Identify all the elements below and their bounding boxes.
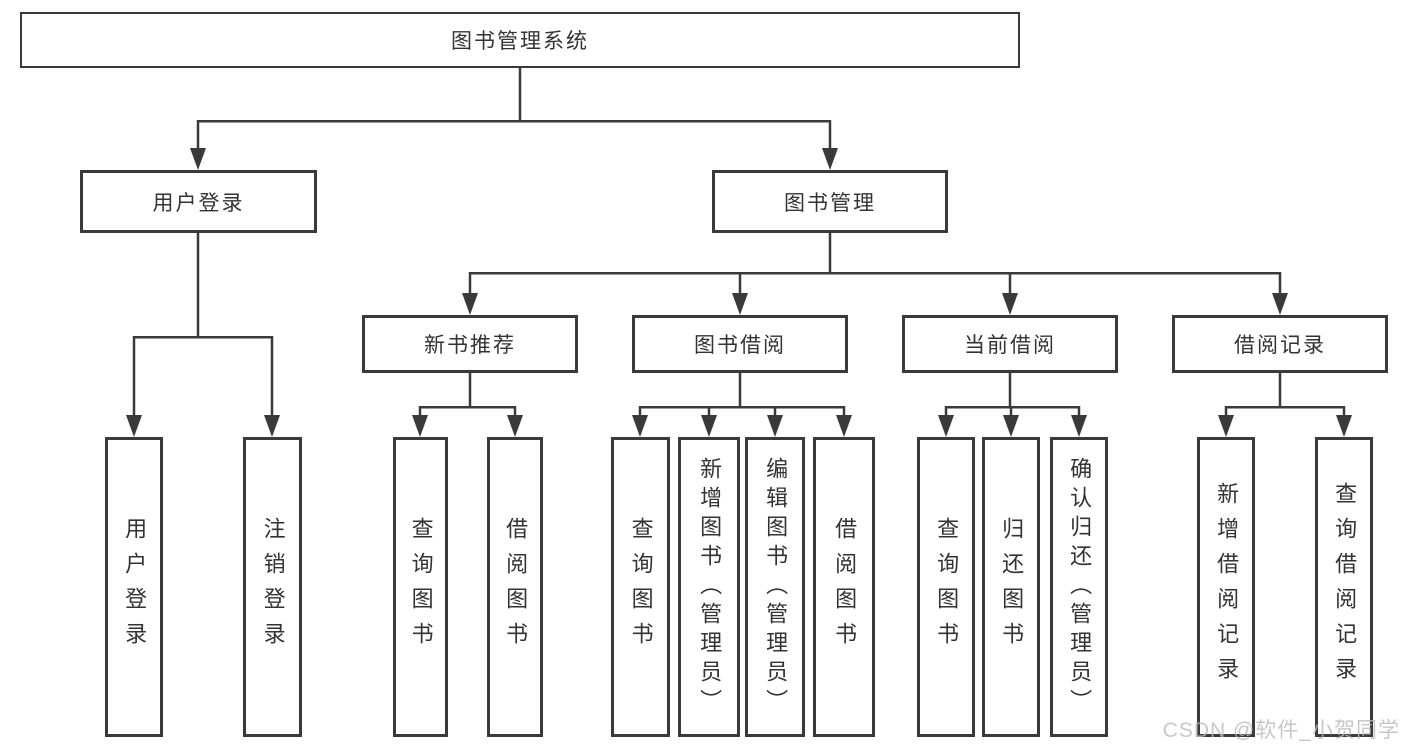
node-user-login: 用户登录 <box>80 170 317 233</box>
arrow-down-icon <box>701 415 717 437</box>
connector-book-management <box>468 233 1282 298</box>
arrow-down-icon <box>1003 415 1019 437</box>
leaf-confirm-return-admin: 确认归还（管理员） <box>1050 437 1108 737</box>
arrow-down-icon <box>938 415 954 437</box>
node-user-login-label: 用户登录 <box>152 191 245 215</box>
leaf-edit-book-admin-label: 编辑图书（管理员） <box>763 456 789 718</box>
node-current-borrowing: 当前借阅 <box>902 315 1118 373</box>
connector-current-borrowing <box>944 373 1081 421</box>
node-borrow-records: 借阅记录 <box>1172 315 1388 373</box>
arrow-down-icon <box>1218 415 1234 437</box>
arrow-down-icon <box>632 415 648 437</box>
leaf-add-borrow-record: 新增借阅记录 <box>1197 437 1255 737</box>
node-library-system: 图书管理系统 <box>20 12 1020 68</box>
arrow-down-icon <box>462 293 478 315</box>
connector-borrow-records <box>1224 373 1346 421</box>
leaf-query-books-current-label: 查询图书 <box>934 517 960 657</box>
leaf-user-login-label: 用户登录 <box>122 517 148 657</box>
node-new-book-recommend-label: 新书推荐 <box>424 334 516 357</box>
node-book-borrowing-label: 图书借阅 <box>694 334 786 357</box>
leaf-borrow-books-recommend: 借阅图书 <box>487 437 543 737</box>
arrow-down-icon <box>507 415 523 437</box>
leaf-borrow-books-borrowing: 借阅图书 <box>813 437 875 737</box>
watermark: CSDN @软件_小贺同学 <box>1162 719 1400 742</box>
node-current-borrowing-label: 当前借阅 <box>964 334 1056 357</box>
leaf-edit-book-admin: 编辑图书（管理员） <box>745 437 805 737</box>
leaf-confirm-return-admin-label: 确认归还（管理员） <box>1067 456 1093 718</box>
leaf-add-borrow-record-label: 新增借阅记录 <box>1214 482 1240 692</box>
leaf-logout: 注销登录 <box>243 437 302 737</box>
leaf-user-login: 用户登录 <box>105 437 163 737</box>
leaf-query-books-recommend: 查询图书 <box>393 437 448 737</box>
leaf-logout-label: 注销登录 <box>260 517 286 657</box>
leaf-query-books-borrowing: 查询图书 <box>611 437 670 737</box>
leaf-query-books-recommend-label: 查询图书 <box>408 517 434 657</box>
leaf-add-book-admin-label: 新增图书（管理员） <box>697 456 723 718</box>
arrow-down-icon <box>1002 293 1018 315</box>
leaf-query-books-current: 查询图书 <box>917 437 975 737</box>
node-book-management-label: 图书管理 <box>784 191 876 215</box>
arrow-down-icon <box>732 293 748 315</box>
leaf-return-books: 归还图书 <box>982 437 1040 737</box>
leaf-query-borrow-record: 查询借阅记录 <box>1315 437 1373 737</box>
connector-user-login <box>132 233 274 421</box>
leaf-borrow-books-recommend-label: 借阅图书 <box>503 517 529 657</box>
arrow-down-icon <box>412 415 428 437</box>
arrow-down-icon <box>822 148 838 170</box>
leaf-query-books-borrowing-label: 查询图书 <box>628 517 654 657</box>
arrowheads <box>126 148 1352 437</box>
node-new-book-recommend: 新书推荐 <box>362 315 578 373</box>
arrow-down-icon <box>1272 293 1288 315</box>
arrow-down-icon <box>1071 415 1087 437</box>
leaf-return-books-label: 归还图书 <box>999 517 1025 657</box>
arrow-down-icon <box>767 415 783 437</box>
arrow-down-icon <box>836 415 852 437</box>
node-borrow-records-label: 借阅记录 <box>1234 334 1326 357</box>
leaf-query-borrow-record-label: 查询借阅记录 <box>1332 482 1358 692</box>
connector-paths <box>132 68 1346 421</box>
arrow-down-icon <box>190 148 206 170</box>
arrow-down-icon <box>126 415 142 437</box>
leaf-add-book-admin: 新增图书（管理员） <box>678 437 740 737</box>
node-book-management: 图书管理 <box>712 170 948 233</box>
node-library-system-label: 图书管理系统 <box>451 30 589 53</box>
leaf-borrow-books-borrowing-label: 借阅图书 <box>832 517 858 657</box>
arrow-down-icon <box>264 415 280 437</box>
node-book-borrowing: 图书借阅 <box>632 315 848 373</box>
connector-book-borrowing <box>638 373 846 421</box>
arrow-down-icon <box>1336 415 1352 437</box>
connector-root <box>196 68 832 152</box>
connector-new-book-recommend <box>418 373 517 421</box>
